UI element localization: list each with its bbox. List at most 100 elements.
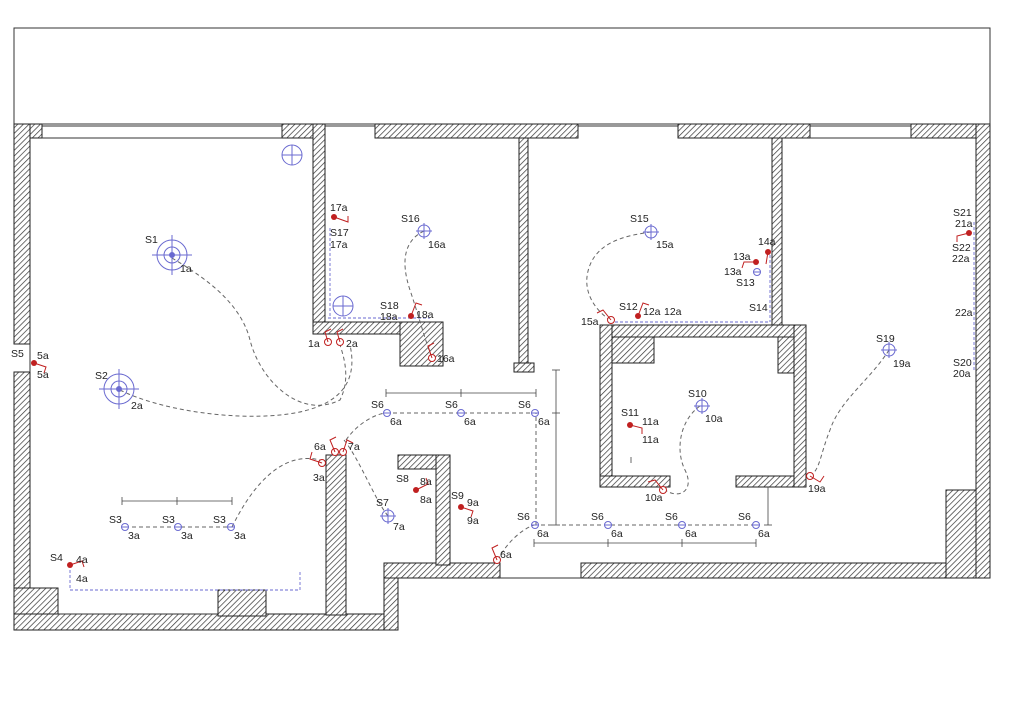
wall <box>677 123 811 139</box>
switch-icon <box>413 477 429 493</box>
label-13a: 13a <box>724 266 742 278</box>
label-18a: 18a <box>380 311 398 323</box>
label-s21: S21 <box>953 207 972 219</box>
wall <box>13 613 399 631</box>
label-6a: 6a <box>500 549 512 561</box>
label-5a: 5a <box>37 350 49 362</box>
wall <box>599 475 671 488</box>
label-4a: 4a <box>76 554 88 566</box>
switch-icon <box>627 422 643 434</box>
label-s6: S6 <box>518 399 531 411</box>
switch-icon <box>427 342 436 362</box>
label-22a: 22a <box>952 253 970 265</box>
switch-icon <box>765 249 771 265</box>
labels: S1 1a S2 2a 1a 2a 17a S17 17a S16 16a S1… <box>11 202 973 585</box>
switch-icon <box>806 472 825 483</box>
label-5a: 5a <box>37 369 49 381</box>
label-3a: 3a <box>313 472 325 484</box>
label-17a: 17a <box>330 202 348 214</box>
label-15a: 15a <box>581 316 599 328</box>
switch-icon <box>647 479 667 494</box>
label-12a: 12a <box>643 306 661 318</box>
label-19a: 19a <box>893 358 911 370</box>
spot-light-icon <box>121 268 761 531</box>
wall <box>771 137 783 327</box>
label-s2: S2 <box>95 370 108 382</box>
wall <box>435 454 451 566</box>
walls <box>13 123 991 631</box>
switch-icon <box>596 309 615 324</box>
label-11a: 11a <box>642 416 659 428</box>
wall-light-icon <box>380 508 396 524</box>
wall <box>13 123 31 345</box>
label-s5: S5 <box>11 348 24 360</box>
label-s3: S3 <box>162 514 175 526</box>
label-s3: S3 <box>213 514 226 526</box>
label-s10: S10 <box>688 388 707 400</box>
label-13a: 13a <box>733 251 751 263</box>
label-16a: 16a <box>428 239 446 251</box>
wall <box>611 336 655 364</box>
wiring <box>119 230 890 561</box>
label-1a: 1a <box>180 263 192 275</box>
switch-icon <box>741 259 759 269</box>
wall-light-icon <box>881 342 897 358</box>
switch-icon <box>67 560 85 568</box>
switch-icon <box>635 302 650 319</box>
label-2a: 2a <box>346 338 358 350</box>
label-s13: S13 <box>736 277 755 289</box>
label-s6: S6 <box>738 511 751 523</box>
label-10a: 10a <box>705 413 723 425</box>
wall <box>599 324 807 338</box>
switch-icon <box>491 544 501 564</box>
wall <box>518 137 529 364</box>
label-15a: 15a <box>656 239 674 251</box>
label-s16: S16 <box>401 213 420 225</box>
label-6a: 6a <box>538 416 550 428</box>
switch-icon <box>956 230 972 242</box>
switch-icon <box>324 328 332 346</box>
label-s22: S22 <box>952 242 971 254</box>
label-s3: S3 <box>109 514 122 526</box>
label-s6: S6 <box>665 511 678 523</box>
label-s15: S15 <box>630 213 649 225</box>
switches <box>31 214 972 568</box>
wall <box>793 324 807 488</box>
label-s6: S6 <box>445 399 458 411</box>
dimension-lines <box>121 369 772 547</box>
label-12a: 12a <box>664 306 682 318</box>
label-s18: S18 <box>380 300 399 312</box>
label-9a: 9a <box>467 515 479 527</box>
label-s19: S19 <box>876 333 895 345</box>
wall <box>975 123 991 579</box>
label-8a: 8a <box>420 476 432 488</box>
label-3a: 3a <box>181 530 193 542</box>
wall <box>513 362 535 373</box>
switch-icon <box>339 439 354 456</box>
wall <box>217 589 267 617</box>
label-s8: S8 <box>396 473 409 485</box>
label-21a: 21a <box>955 218 973 230</box>
label-7a: 7a <box>393 521 405 533</box>
wall-light-icon <box>643 224 659 240</box>
label-s7: S7 <box>376 497 389 509</box>
ceiling-light-icon <box>152 235 192 275</box>
switch-icon <box>31 360 47 374</box>
label-22a: 22a <box>955 307 973 319</box>
wall-light-icon <box>281 144 303 166</box>
label-6a: 6a <box>390 416 402 428</box>
label-s4: S4 <box>50 552 63 564</box>
wall <box>580 562 951 579</box>
label-17a: 17a <box>330 239 348 251</box>
label-6a: 6a <box>464 416 476 428</box>
switch-icon <box>309 451 326 467</box>
switch-icon <box>331 214 349 223</box>
label-s11: S11 <box>621 407 639 419</box>
label-s6: S6 <box>517 511 530 523</box>
label-2a: 2a <box>131 400 143 412</box>
label-18a: 18a <box>416 309 434 321</box>
switch-icon <box>408 302 423 319</box>
label-s6: S6 <box>591 511 604 523</box>
label-6a: 6a <box>537 528 549 540</box>
label-1a: 1a <box>308 338 320 350</box>
